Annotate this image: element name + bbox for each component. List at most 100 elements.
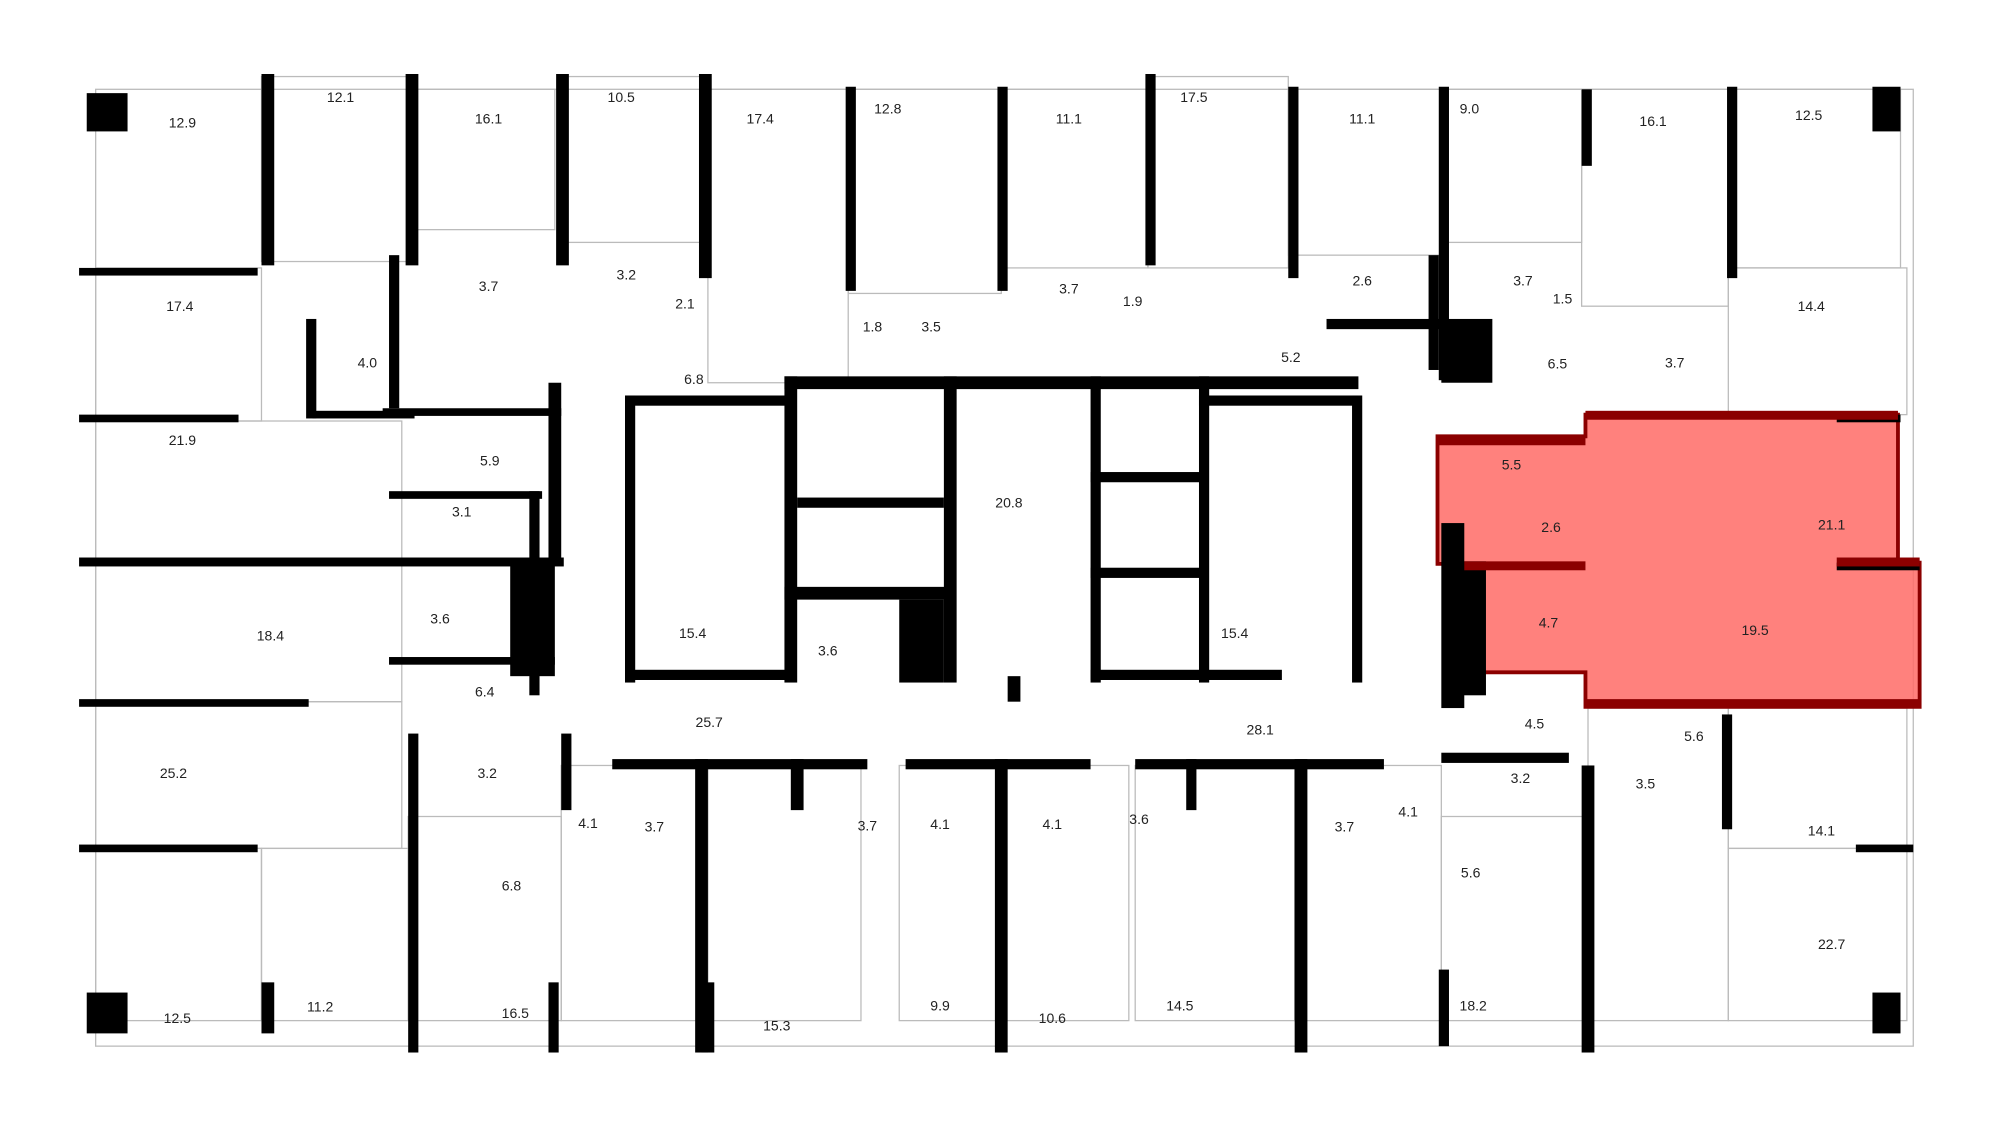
wall	[698, 73, 712, 279]
room-area-label: 2.6	[1541, 519, 1561, 535]
wall	[1186, 759, 1197, 811]
room-outline	[95, 420, 403, 562]
room-area-label: 6.8	[502, 877, 522, 893]
wall	[1438, 86, 1449, 381]
room-outline	[707, 764, 862, 1022]
wall	[1721, 714, 1733, 830]
room-area-label: 25.2	[160, 765, 187, 781]
wall	[1145, 73, 1156, 266]
wall	[1872, 992, 1901, 1034]
wall	[548, 382, 562, 562]
wall	[784, 376, 1359, 390]
room-area-label: 21.9	[169, 432, 196, 448]
wall	[261, 982, 275, 1034]
room-area-label: 16.5	[502, 1005, 529, 1021]
room-area-label: 28.1	[1247, 722, 1274, 738]
wall	[405, 73, 419, 266]
wall	[1090, 376, 1101, 683]
room-area-label: 16.1	[1639, 113, 1666, 129]
wall	[548, 982, 559, 1053]
room-area-label: 17.4	[166, 298, 193, 314]
wall	[561, 733, 572, 811]
wall	[1581, 89, 1592, 166]
wall	[1581, 765, 1595, 1053]
room-outline	[560, 764, 709, 1022]
wall	[510, 561, 555, 677]
room-area-label: 3.7	[858, 817, 878, 833]
room-area-label: 6.8	[684, 371, 704, 387]
apartment-wall	[1437, 436, 1586, 446]
room-area-label: 4.1	[578, 815, 598, 831]
room-area-label: 3.6	[430, 611, 450, 627]
wall	[1855, 844, 1914, 853]
wall	[1294, 759, 1308, 1053]
wall	[1198, 395, 1359, 406]
wall	[1438, 969, 1449, 1047]
room-area-label: 1.9	[1123, 293, 1143, 309]
room-area-label: 15.3	[763, 1018, 790, 1034]
wall	[306, 318, 317, 419]
wall	[79, 844, 258, 853]
wall	[695, 759, 708, 1053]
room-area-label: 3.2	[478, 765, 498, 781]
room-outline	[95, 267, 263, 422]
room-area-label: 14.4	[1798, 298, 1825, 314]
wall	[382, 408, 562, 416]
wall	[1288, 86, 1299, 279]
wall	[612, 759, 868, 770]
room-area-label: 5.6	[1461, 865, 1481, 881]
room-area-label: 12.9	[169, 114, 196, 130]
wall	[625, 669, 791, 680]
wall	[784, 376, 798, 683]
room-area-label: 3.7	[1059, 280, 1079, 296]
room-area-labels: 12.912.116.110.517.412.811.117.511.19.01…	[160, 89, 1846, 1034]
wall	[1135, 759, 1384, 770]
wall	[1090, 472, 1206, 483]
room-area-label: 22.7	[1818, 936, 1845, 952]
wall	[1872, 86, 1901, 132]
wall	[625, 395, 636, 683]
room-area-label: 18.4	[257, 627, 284, 643]
wall	[1441, 523, 1465, 709]
wall	[389, 255, 400, 409]
room-area-label: 12.5	[164, 1010, 191, 1026]
wall	[312, 410, 415, 419]
wall	[1460, 561, 1486, 696]
room-area-label: 10.6	[1039, 1010, 1066, 1026]
room-area-label: 2.1	[675, 296, 695, 312]
room-area-label: 1.8	[863, 319, 883, 335]
room-outline	[1440, 815, 1589, 1022]
room-area-label: 3.5	[921, 319, 941, 335]
room-area-label: 1.5	[1553, 291, 1573, 307]
room-area-label: 3.7	[1335, 819, 1355, 835]
wall	[1007, 676, 1021, 702]
room-area-label: 12.8	[874, 100, 901, 116]
wall	[997, 86, 1008, 291]
room-area-label: 3.2	[617, 266, 637, 282]
room-outline	[95, 701, 403, 850]
room-area-label: 3.2	[1511, 770, 1531, 786]
room-area-label: 2.6	[1353, 273, 1373, 289]
room-outline	[1587, 707, 1729, 1022]
room-area-label: 4.1	[1043, 816, 1063, 832]
room-area-label: 4.1	[1398, 803, 1418, 819]
room-area-label: 15.4	[1221, 625, 1248, 641]
wall	[943, 376, 957, 683]
room-area-label: 18.2	[1460, 997, 1487, 1013]
room-area-label: 4.5	[1525, 715, 1545, 731]
wall	[1090, 669, 1282, 680]
room-area-label: 25.7	[696, 714, 723, 730]
room-outline	[847, 88, 1002, 295]
room-outline	[707, 88, 849, 384]
room-area-label: 3.7	[479, 278, 499, 294]
wall	[79, 267, 258, 276]
room-area-label: 17.4	[747, 111, 774, 127]
apartment-wall	[1836, 557, 1920, 567]
wall	[1326, 318, 1442, 330]
room-area-label: 5.9	[480, 453, 500, 469]
room-area-label: 21.1	[1818, 516, 1845, 532]
wall	[1198, 376, 1210, 683]
room-outline	[1294, 764, 1442, 1022]
wall	[79, 699, 309, 707]
wall	[408, 733, 419, 1053]
